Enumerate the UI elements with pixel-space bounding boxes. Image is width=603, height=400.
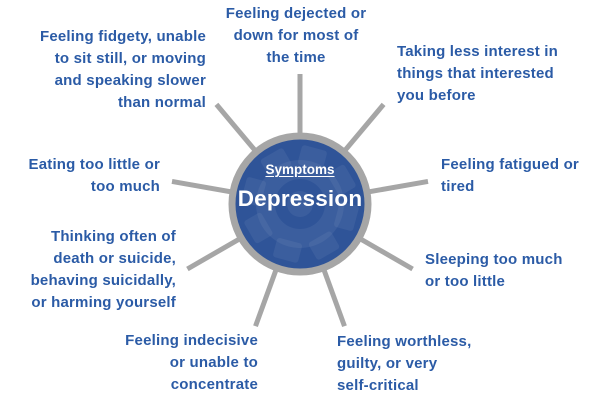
center-heading: Symptoms: [265, 162, 335, 177]
symptom-label-worthless: Feeling worthless, guilty, or very self-…: [337, 333, 472, 394]
center-text-block: Symptoms Depression: [232, 162, 368, 212]
symptom-label-sleeping: Sleeping too much or too little: [425, 251, 563, 290]
gear-icon: [241, 145, 359, 263]
symptom-label-eating: Eating too little or too much: [28, 156, 160, 195]
symptom-label-death: Thinking often of death or suicide, beha…: [30, 228, 176, 311]
symptom-label-indecisive: Feeling indecisive or unable to concentr…: [125, 332, 258, 393]
symptom-label-fidgety: Feeling fidgety, unable to sit still, or…: [39, 28, 206, 111]
symptom-label-interest: Taking less interest in things that inte…: [397, 43, 559, 104]
center-title: Depression: [237, 186, 363, 211]
symptom-label-fatigued: Feeling fatigued or tired: [441, 156, 579, 195]
symptom-label-dejected: Feeling dejected or down for most of the…: [225, 5, 367, 66]
